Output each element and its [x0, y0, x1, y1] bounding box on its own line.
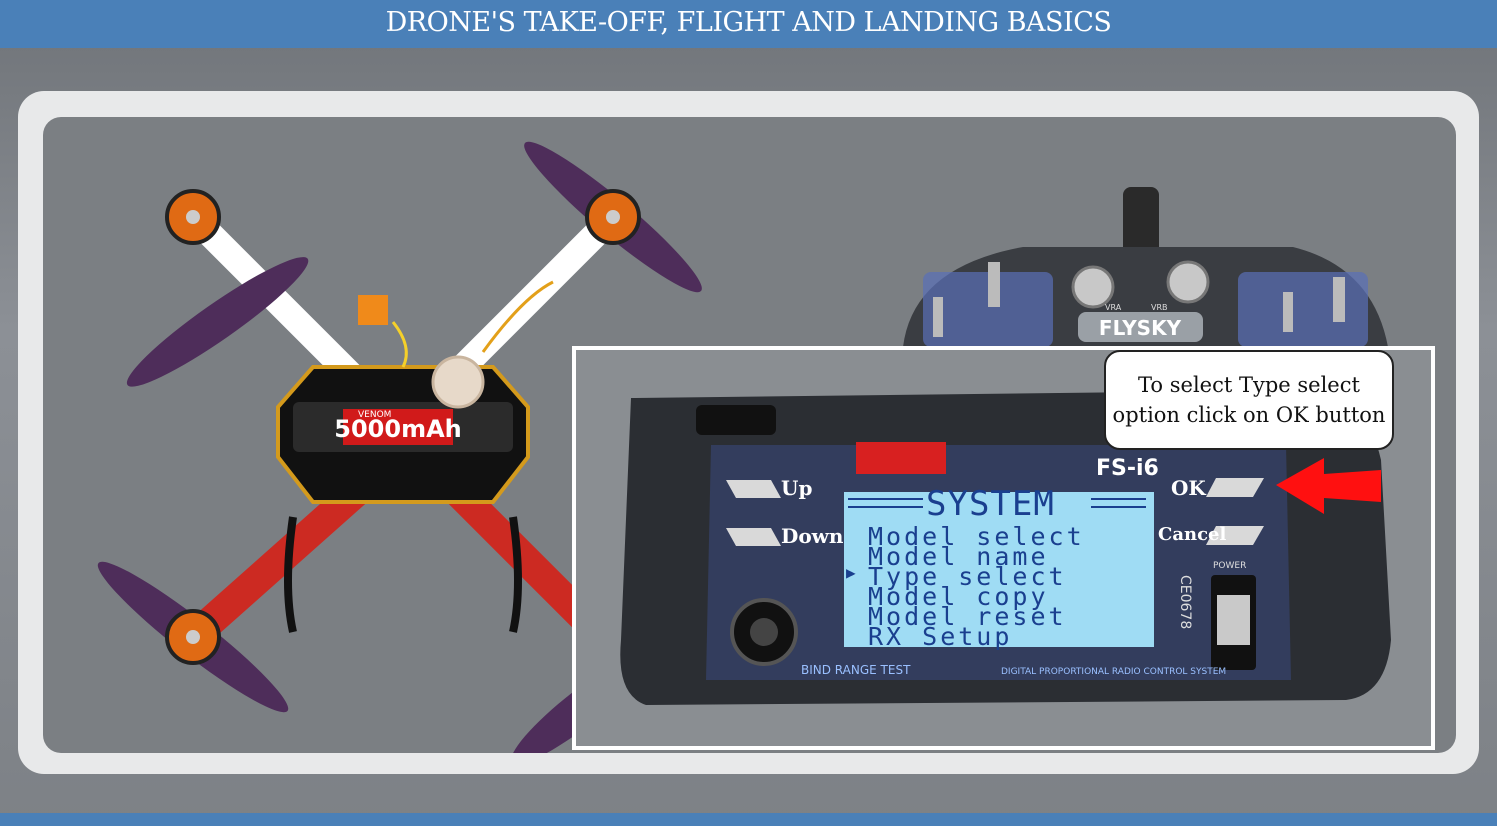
down-button-shape	[726, 528, 781, 546]
lcd-item-5: RX Setup	[868, 622, 1013, 651]
bind-range-text: BIND RANGE TEST	[801, 663, 911, 677]
ok-button-shape	[1206, 478, 1264, 497]
red-arrow-icon	[1276, 458, 1381, 514]
ok-button[interactable]: OK	[1171, 476, 1206, 500]
up-button[interactable]: Up	[781, 476, 813, 500]
svg-text:VRB: VRB	[1151, 303, 1168, 312]
lcd-cursor-icon: ▶	[846, 563, 859, 582]
lcd-item-2-selected: Type select	[868, 562, 1067, 591]
battery-label: 5000mAh	[334, 415, 461, 443]
page-title: DRONE'S TAKE-OFF, FLIGHT AND LANDING BAS…	[385, 7, 1112, 38]
gps-module	[431, 355, 485, 409]
down-button[interactable]: Down	[781, 524, 844, 548]
callout-line-2: option click on OK button	[1112, 403, 1386, 427]
lcd-item-1: Model name	[868, 542, 1049, 571]
drone-illustration: 5000mAh VENOM	[97, 141, 1388, 753]
footer-bar	[0, 813, 1497, 826]
instruction-callout: To select Type select option click on OK…	[1104, 350, 1394, 450]
brand-logo: FLYSKY	[1099, 316, 1182, 340]
system-text: DIGITAL PROPORTIONAL RADIO CONTROL SYSTE…	[1001, 667, 1226, 677]
power-label: POWER	[1213, 561, 1246, 571]
up-button-shape	[726, 480, 781, 498]
motor-front-left	[126, 189, 309, 387]
callout-line-1: To select Type select	[1138, 373, 1360, 397]
transmitter-body: FS-i6 BIND RANGE TEST DIGITAL PROPORTION…	[620, 390, 1391, 705]
page-header: DRONE'S TAKE-OFF, FLIGHT AND LANDING BAS…	[0, 0, 1497, 48]
svg-text:VRA: VRA	[1105, 303, 1122, 312]
lcd-item-0: Model select	[868, 522, 1085, 551]
lcd-item-4: Model reset	[868, 602, 1067, 631]
lcd-item-3: Model copy	[868, 582, 1049, 611]
lcd-title: SYSTEM	[926, 484, 1055, 524]
transmitter-top: FLYSKY VRA VRB	[903, 187, 1388, 347]
model-label: FS-i6	[1096, 456, 1159, 481]
motor-front-right	[524, 141, 702, 293]
cancel-button[interactable]: Cancel	[1158, 524, 1227, 545]
motor-rear-left	[97, 561, 289, 713]
ce-mark: CE0678	[1177, 575, 1193, 629]
cancel-button-shape	[1206, 526, 1264, 545]
transmitter-zoom-panel: FS-i6 BIND RANGE TEST DIGITAL PROPORTION…	[572, 346, 1435, 750]
battery-brand: VENOM	[358, 410, 391, 420]
